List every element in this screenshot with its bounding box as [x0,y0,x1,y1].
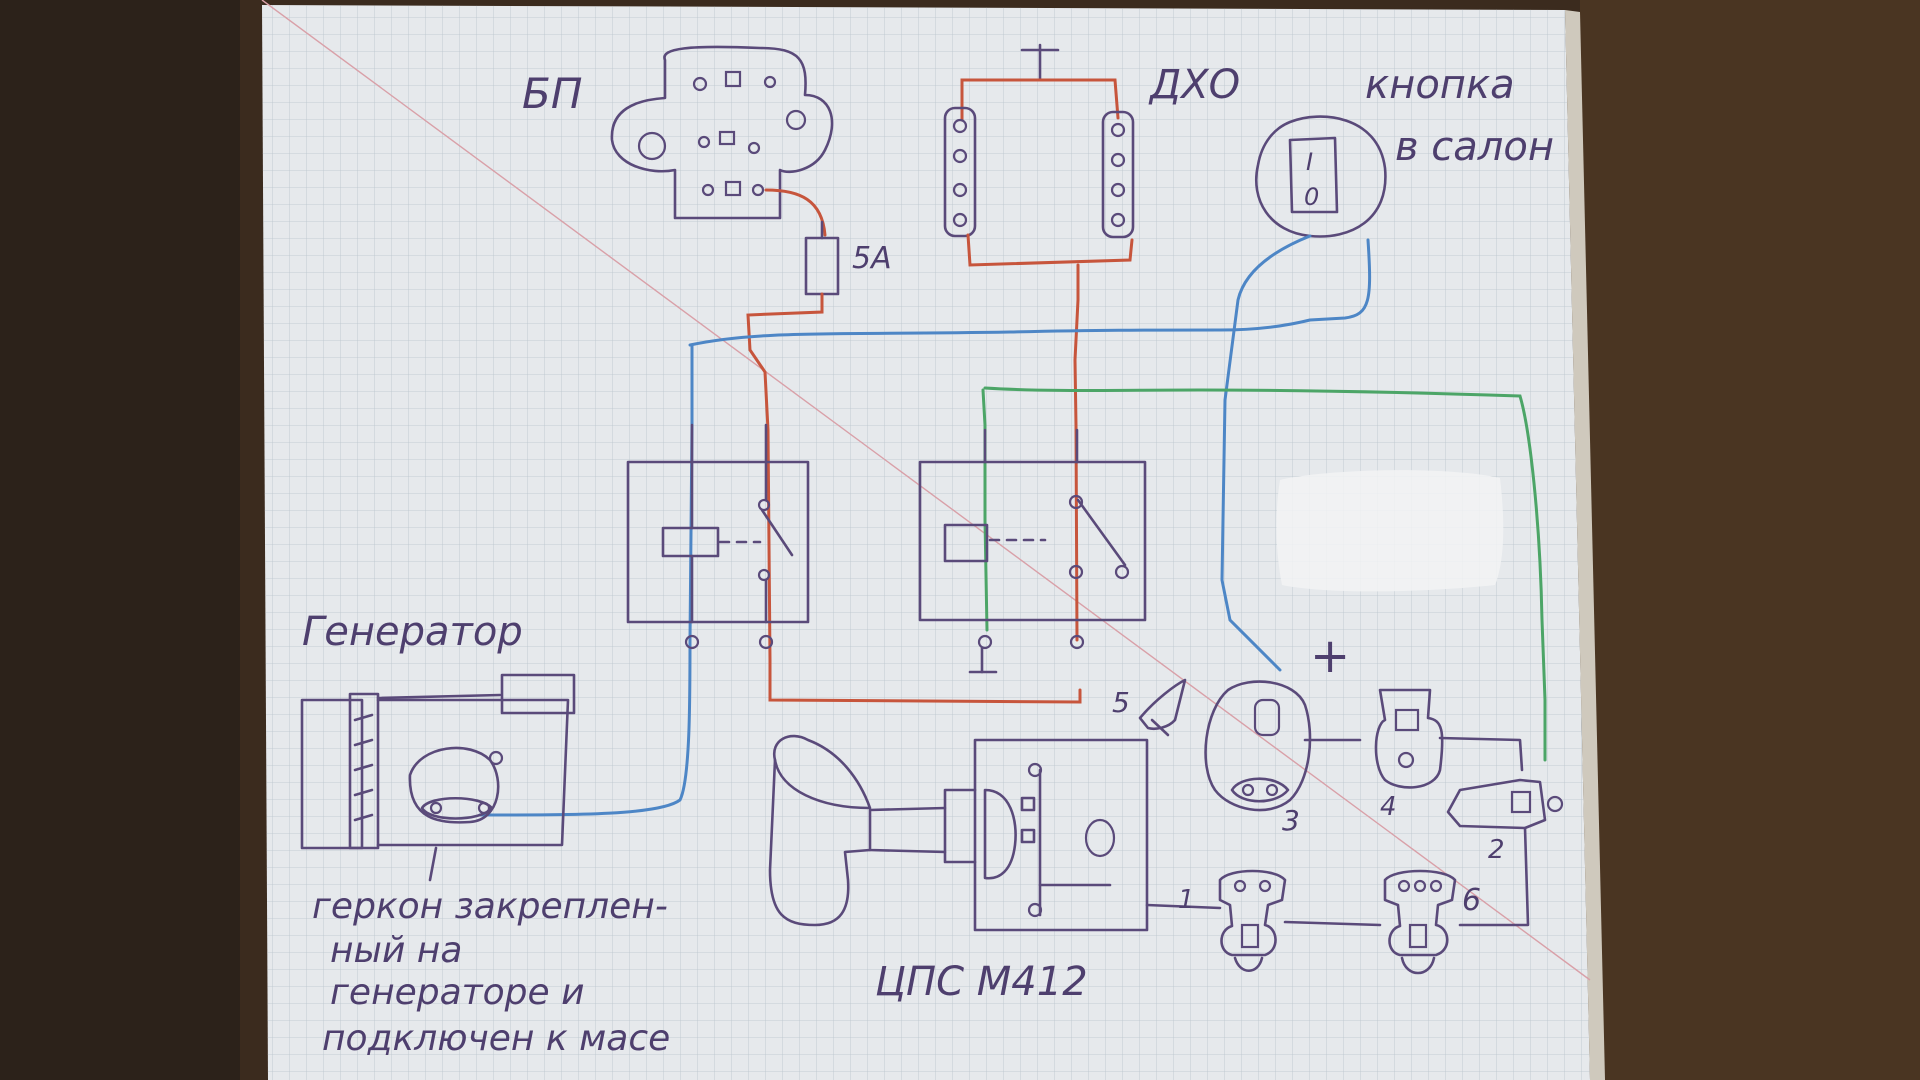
button-symbol-on: I [1306,148,1313,176]
right-wood [1580,0,1920,1080]
pin-4-label: 4 [1380,792,1397,822]
paper-edge [1565,10,1605,1080]
margin-line [261,0,1591,981]
pin-5-label: 5 [1112,686,1130,719]
connector-5 [1138,678,1187,737]
generator-label: Генератор [302,609,523,655]
correction-fluid-patch [1276,470,1504,592]
connector-1 [1218,869,1382,973]
central-unit-label: ЦПС М412 [875,959,1088,1005]
cabin-button: I 0 [1255,115,1387,238]
reed-note-line3: генераторе и [330,972,585,1013]
fuse-label: 5А [852,241,892,276]
pin-3-label: 3 [1282,804,1300,837]
relay-2 [918,460,1147,674]
plus-sign: + [1310,628,1350,684]
reed-note-line4: подключен к масе [322,1018,670,1059]
connector-6 [1383,869,1457,975]
button-label-line1: кнопка [1365,62,1515,108]
pin-1-label: 1 [1178,885,1195,915]
power-block [610,45,834,237]
connector-3 [1204,680,1362,812]
pin-6-label: 6 [1462,883,1481,918]
power-block-label: БП [522,69,582,118]
connector-4 [1374,688,1524,789]
pin-2-label: 2 [1488,835,1505,865]
relay-1 [626,460,810,650]
button-symbol-off: 0 [1304,183,1319,211]
drl-lamps [943,43,1135,267]
drl-label: ДХО [1148,62,1240,108]
left-shadow [0,0,240,1080]
central-unit [768,734,1222,932]
button-label-line2: в салон [1395,124,1554,170]
reed-note-line2: ный на [330,930,462,971]
connector-2 [1446,778,1564,927]
reed-note-line1: геркон закреплен- [312,886,668,927]
generator [300,673,576,882]
